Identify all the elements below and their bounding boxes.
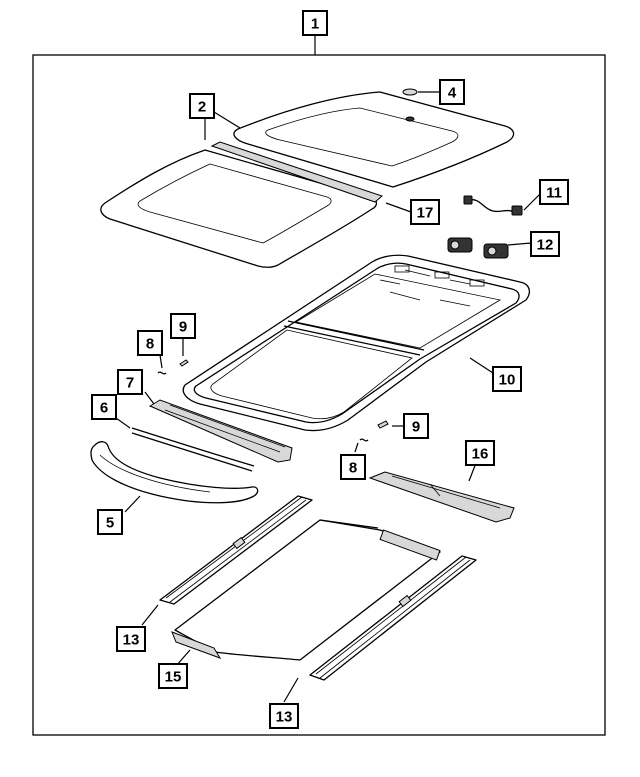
callout-c9b: 9 [403,413,429,439]
clip-lower [359,420,389,442]
callout-box [439,79,465,105]
sunshade-housing [368,471,515,523]
callout-number: 17 [417,205,434,222]
callout-c11: 11 [539,179,569,205]
callout-c8b: 8 [340,454,366,480]
wind-deflector [148,399,293,463]
wire-harness [463,195,523,216]
callout-box [465,440,495,466]
callout-box [269,703,299,729]
callout-number: 1 [311,16,319,33]
callout-c13b: 13 [269,703,299,729]
callout-number: 13 [276,709,293,726]
callout-c5: 5 [97,509,123,535]
callout-box [189,93,215,119]
grommet [402,88,418,122]
front-trim [90,441,259,504]
callout-c10: 10 [492,366,522,392]
callout-c2: 2 [189,93,215,119]
callout-box [302,10,328,36]
callout-number: 10 [499,372,516,389]
callout-box [91,394,117,420]
sunroof-motors [447,237,509,259]
callout-c12: 12 [530,231,560,257]
callout-number: 7 [126,375,134,392]
callout-box [530,231,560,257]
callout-c17: 17 [410,199,440,225]
callout-box [539,179,569,205]
front-glass-panel [100,149,378,269]
callout-number: 9 [412,419,420,436]
callout-number: 8 [349,460,357,477]
callout-number: 13 [123,632,140,649]
callout-c15: 15 [158,663,188,689]
callout-box [158,663,188,689]
callout-box [492,366,522,392]
callout-number: 11 [546,185,562,202]
callout-box [403,413,429,439]
callout-c1: 1 [302,10,328,36]
callout-c7: 7 [117,369,143,395]
callout-number: 12 [537,237,554,254]
assembly-frame [32,54,606,736]
callout-box [340,454,366,480]
guide-rail-right [309,555,477,681]
callout-box [97,509,123,535]
front-seal [131,427,255,472]
callout-c6: 6 [91,394,117,420]
callout-c8a: 8 [137,330,163,356]
callout-box [116,626,146,652]
rear-glass-panel [233,91,515,188]
callout-c13a: 13 [116,626,146,652]
callout-number: 8 [146,336,154,353]
glass-seal-strip [210,141,383,203]
callout-box [117,369,143,395]
callout-number: 16 [472,446,489,463]
guide-rail-left [159,495,313,605]
callout-box [170,313,196,339]
callout-c9a: 9 [170,313,196,339]
callout-box [137,330,163,356]
callout-number: 15 [165,669,182,686]
callout-number: 6 [100,400,108,417]
callout-number: 9 [179,319,187,336]
callout-c16: 16 [465,440,495,466]
sunroof-frame [182,254,531,432]
callout-number: 4 [448,85,457,102]
callout-number: 2 [198,99,206,116]
callout-c4: 4 [439,79,465,105]
clip-upper [157,359,189,375]
callout-number: 5 [106,515,114,532]
callout-box [410,199,440,225]
sunshade [171,519,441,661]
